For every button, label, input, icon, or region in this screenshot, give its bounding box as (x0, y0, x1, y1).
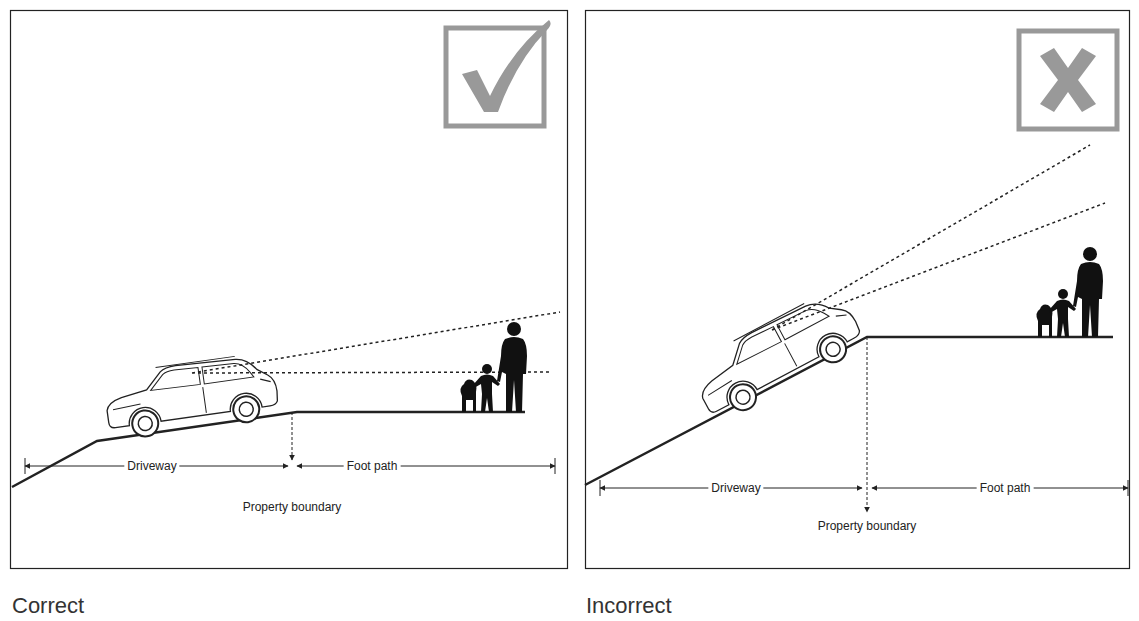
panel-caption: Incorrect (586, 593, 672, 619)
dimension-label: Driveway (124, 459, 179, 473)
panel-caption: Correct (12, 593, 84, 619)
dimension-label: Driveway (708, 481, 763, 495)
boundary-label: Property boundary (240, 500, 345, 514)
boundary-label: Property boundary (815, 519, 920, 533)
dimension-label: Foot path (977, 481, 1034, 495)
dimension-label: Foot path (344, 459, 401, 473)
